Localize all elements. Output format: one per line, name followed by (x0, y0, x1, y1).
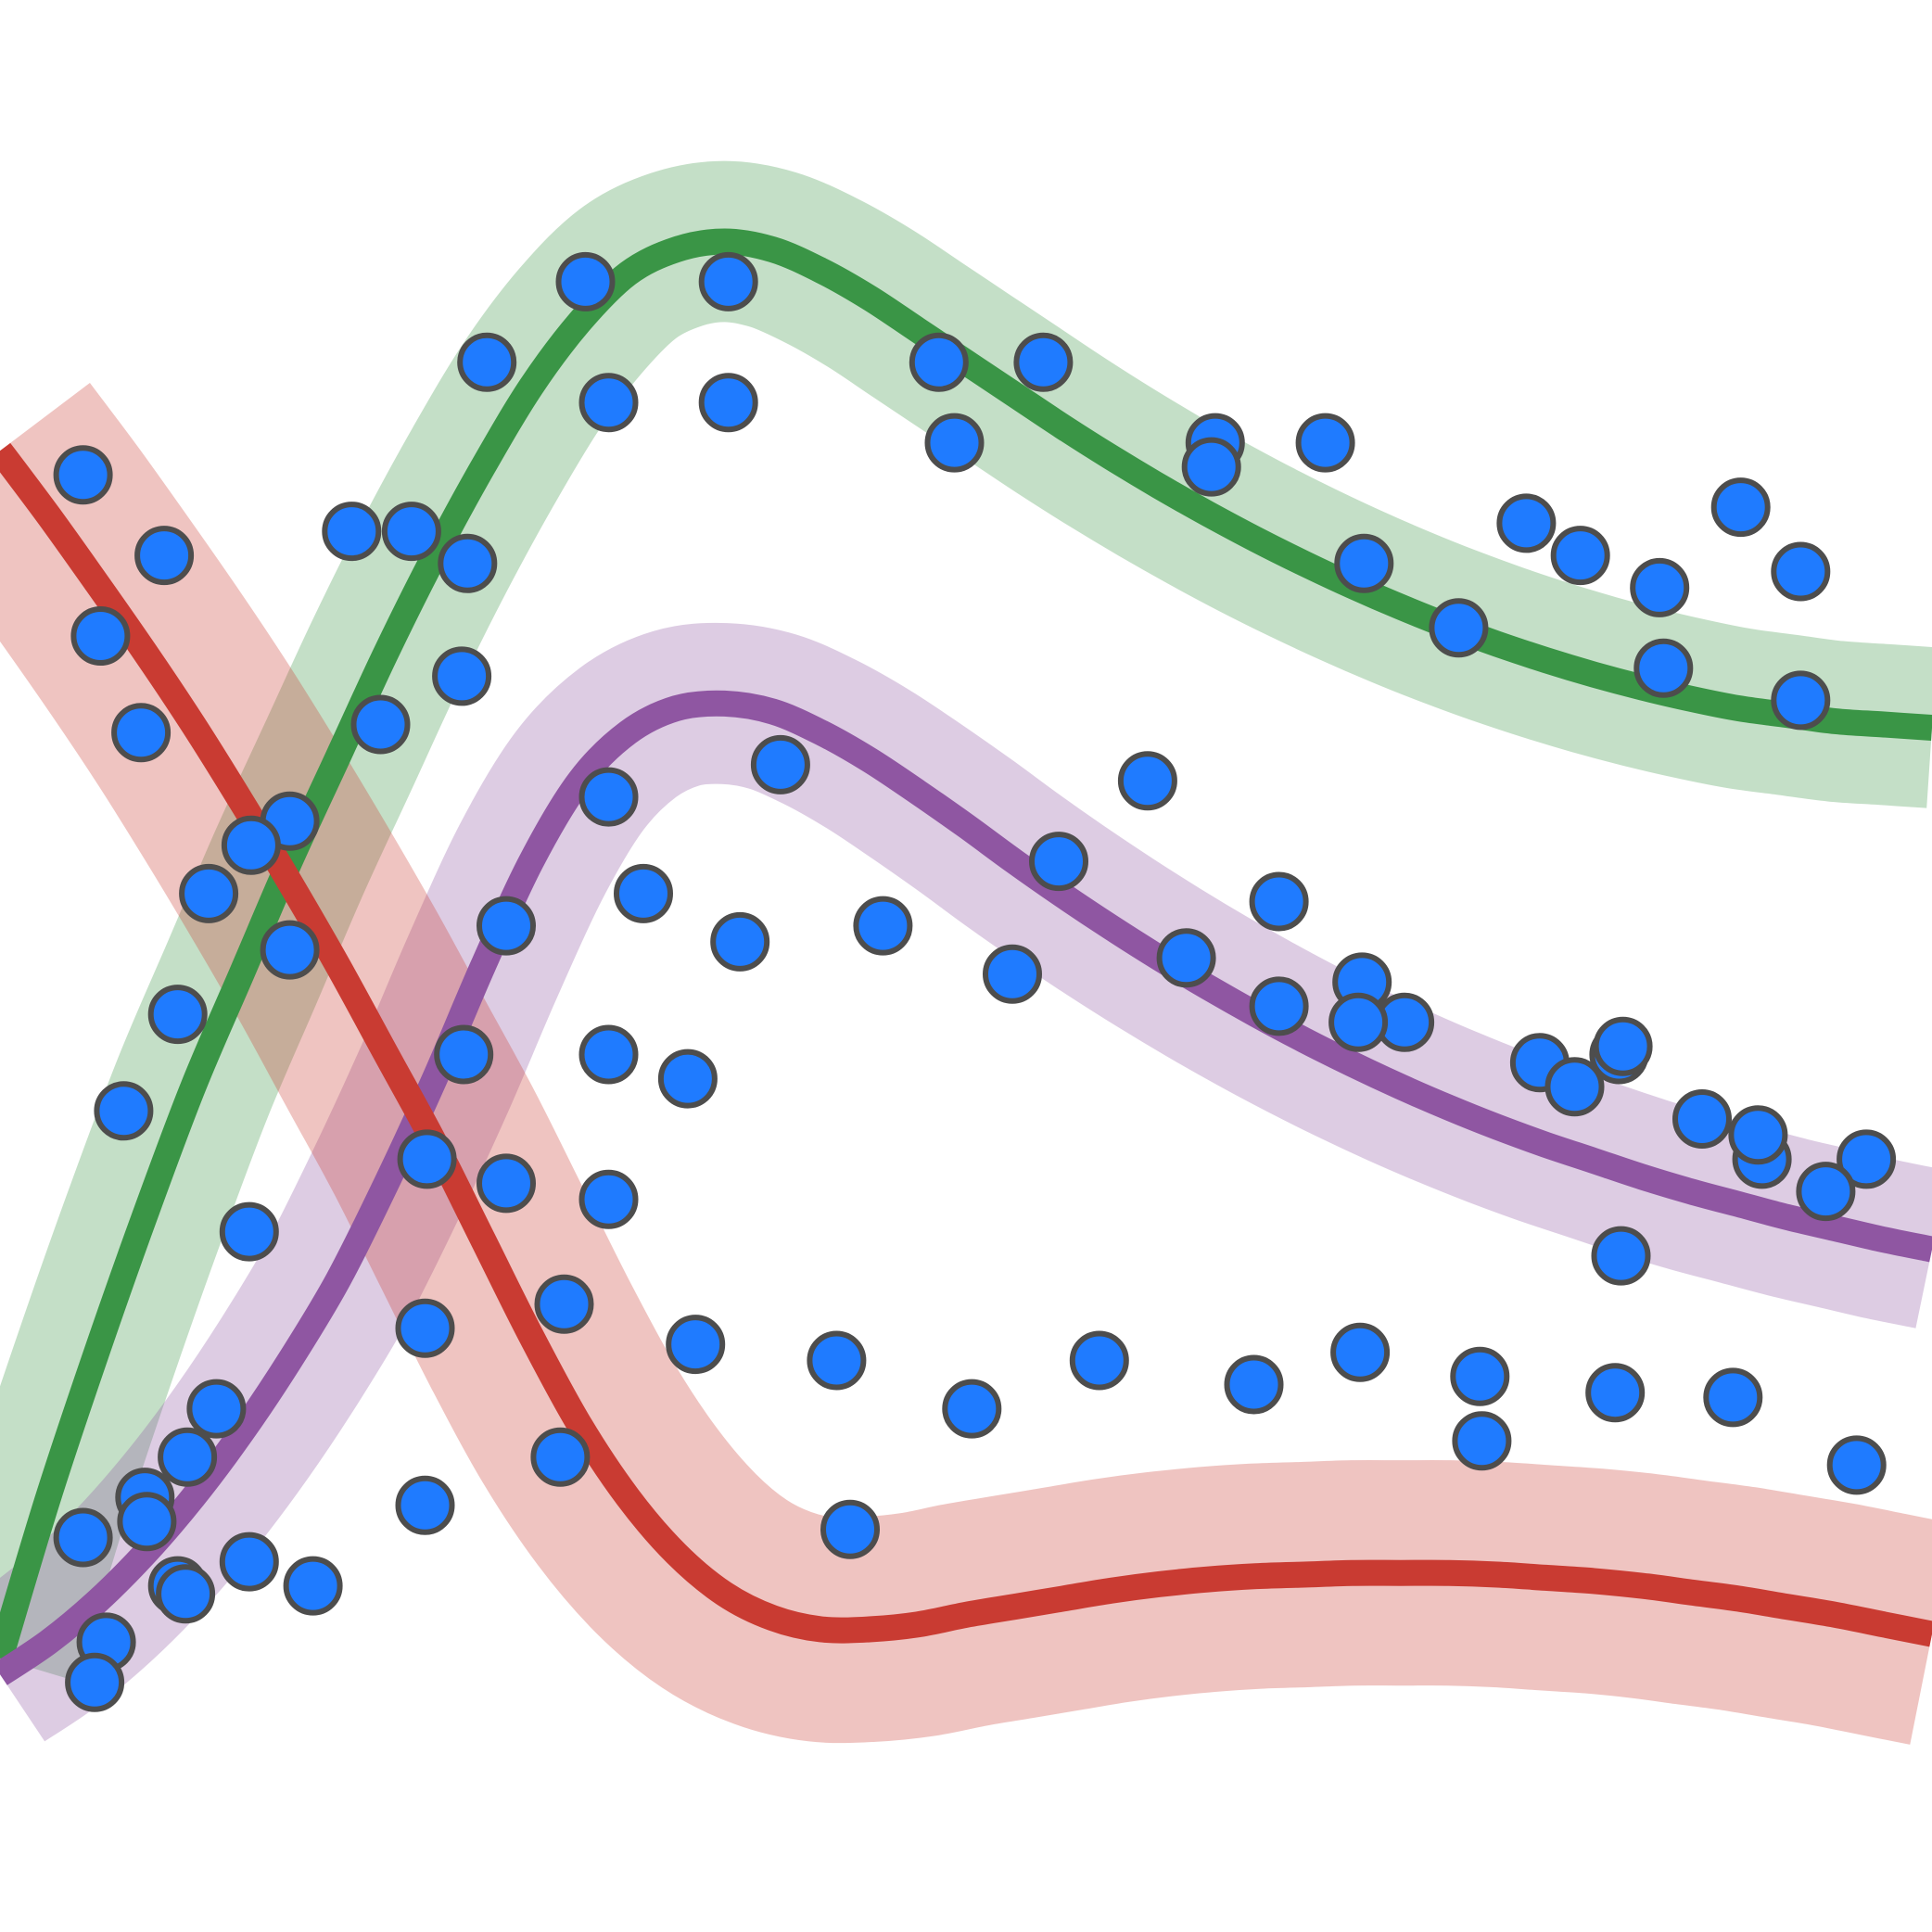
scatter-point (1328, 992, 1389, 1052)
scatter-point (614, 863, 673, 923)
scatter-point (1334, 533, 1394, 593)
scatter-point (750, 734, 810, 794)
scatter-point (434, 1024, 494, 1085)
scatter-point (1837, 1129, 1897, 1189)
scatter-point (698, 373, 758, 433)
scatter-point (807, 1330, 867, 1391)
scatter-point (1429, 598, 1489, 658)
scatter-point (1826, 1435, 1887, 1495)
scatter-point (322, 502, 382, 562)
fitted-curves (0, 228, 1932, 1685)
scatter-point (395, 1475, 455, 1535)
scatter-point (710, 911, 770, 972)
scatter-point (1452, 1411, 1512, 1471)
scatter-point (1330, 1322, 1391, 1382)
scatter-point (1710, 477, 1771, 538)
scatter-points (53, 251, 1897, 1712)
series-2-line (0, 690, 1932, 1685)
scatter-point (158, 1427, 218, 1487)
scatter-point (477, 896, 536, 956)
scatter-point (578, 373, 639, 433)
scatter-point (657, 1049, 718, 1109)
scatter-point (942, 1379, 1002, 1439)
scatter-point (134, 526, 195, 586)
scatter-point (555, 251, 616, 311)
scatter-point (381, 502, 441, 562)
scatter-point (395, 1298, 455, 1358)
scatter-point (820, 1499, 880, 1559)
scatter-point (111, 703, 172, 763)
scatter-point (53, 445, 113, 505)
scatter-point (698, 251, 758, 311)
scatter-point (350, 694, 411, 755)
scatter-point (1796, 1162, 1856, 1222)
scatter-point (1633, 638, 1694, 698)
scatter-point (1585, 1363, 1646, 1423)
scatter-point (1550, 526, 1610, 586)
scatter-point (53, 1507, 113, 1568)
scatter-point (1117, 751, 1177, 811)
scatter-point (534, 1274, 594, 1334)
scatter-point (219, 1532, 279, 1592)
scatter-point (909, 332, 969, 392)
scatter-point (1630, 557, 1690, 617)
scatter-point (578, 1169, 639, 1229)
scatter-point (179, 863, 239, 923)
scatter-point (147, 985, 208, 1045)
scatter-point (219, 1201, 279, 1262)
scatter-point (94, 1081, 154, 1141)
scatter-point (578, 767, 639, 827)
scatter-point (438, 533, 498, 593)
scatter-point (1544, 1057, 1605, 1117)
scatter-point (477, 1153, 536, 1214)
scatter-point (1224, 1354, 1284, 1415)
scatter-point (983, 944, 1042, 1004)
scatter-point (432, 646, 492, 706)
scatter-point (578, 1024, 639, 1085)
scatter-point (924, 413, 985, 473)
scatter-point (1029, 832, 1088, 892)
scatter-point (283, 1556, 343, 1616)
scatter-point (1156, 928, 1216, 988)
scatter-point (457, 332, 517, 392)
scatter-point (117, 1492, 177, 1552)
scatter-point (1496, 493, 1557, 553)
scatter-point (530, 1427, 591, 1487)
scatter-point (853, 896, 913, 956)
scatter-point (186, 1379, 247, 1439)
scatter-point (1069, 1330, 1129, 1391)
scatter-point (221, 815, 281, 875)
scatter-point (1450, 1346, 1510, 1406)
scatter-point (1591, 1226, 1651, 1286)
scatter-point (65, 1652, 125, 1712)
scatter-point (156, 1564, 216, 1624)
series-3-line (0, 442, 1932, 1647)
scatter-point (1703, 1367, 1763, 1428)
scatter-point (1249, 976, 1309, 1036)
scatter-point (1295, 413, 1355, 473)
scatter-point (666, 1315, 726, 1375)
scatter-point (1593, 1016, 1653, 1076)
scatter-point (1771, 541, 1831, 602)
scatter-point (1181, 437, 1241, 497)
series-1-line (0, 228, 1932, 1662)
scatter-point (397, 1129, 457, 1189)
scatter-point (1013, 332, 1074, 392)
scatter-point (1728, 1105, 1788, 1165)
scatter-point (1672, 1089, 1732, 1149)
scatter-point (1771, 670, 1831, 731)
scatter-point (70, 606, 131, 666)
scatter-point (1249, 871, 1309, 932)
scatter-point (260, 920, 320, 980)
